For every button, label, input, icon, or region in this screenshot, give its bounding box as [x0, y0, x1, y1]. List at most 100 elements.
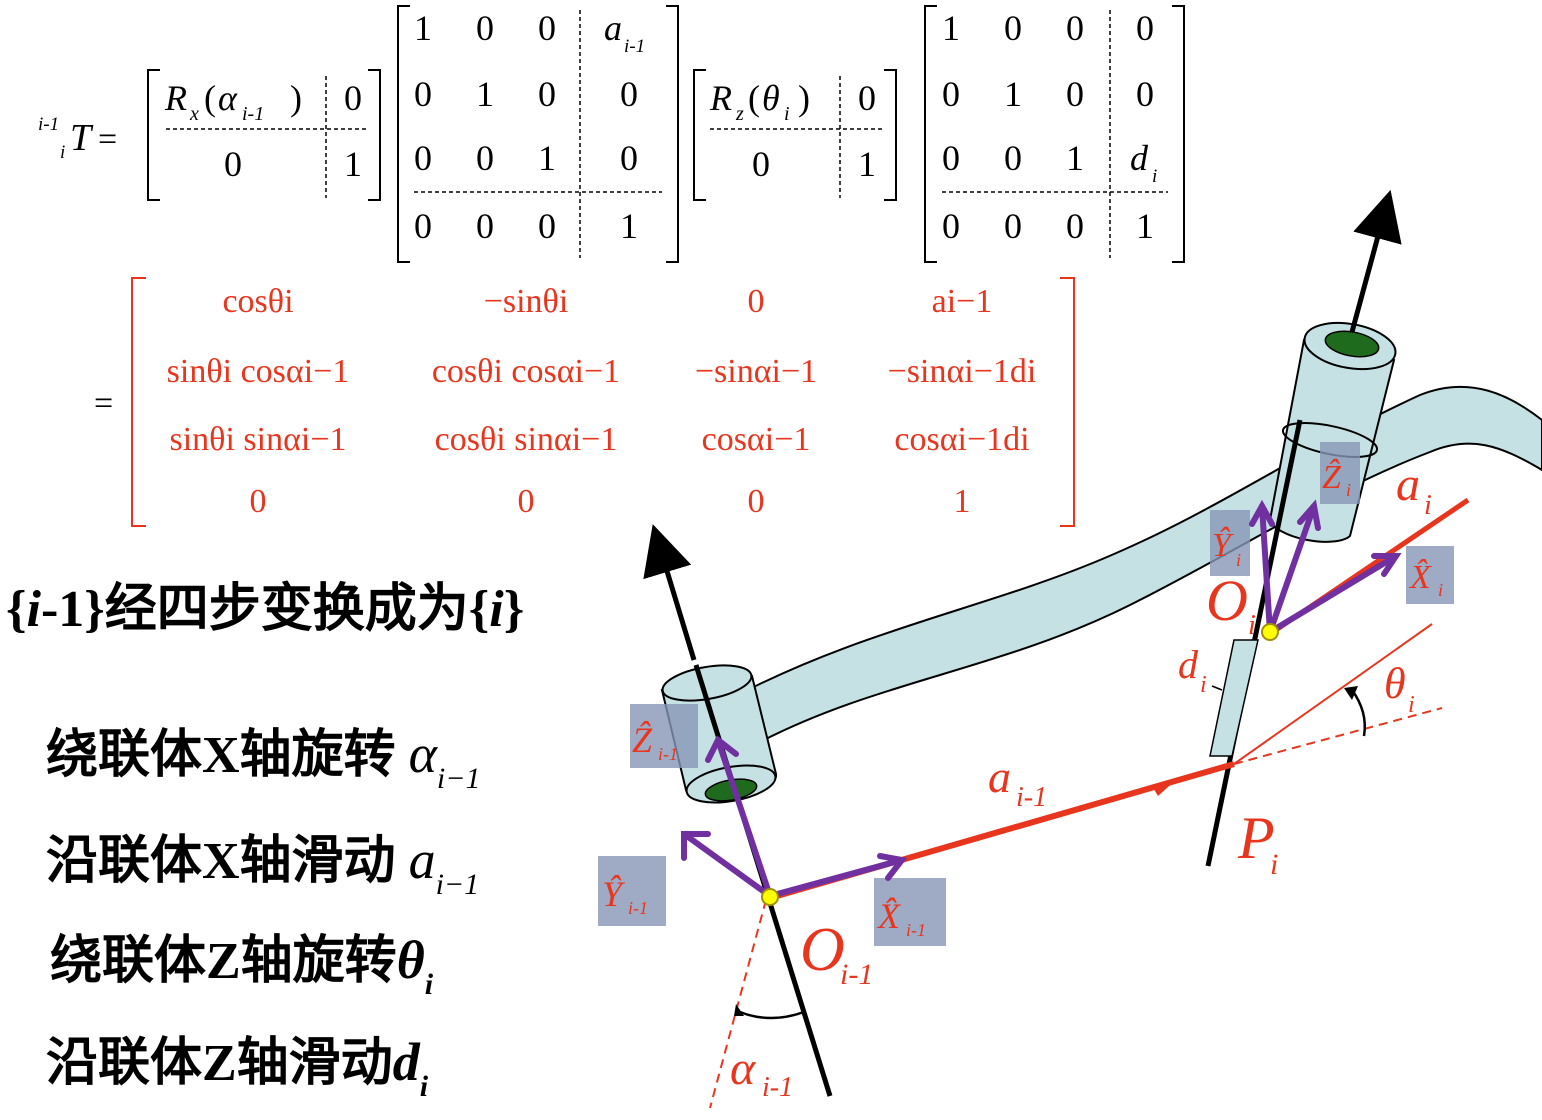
y-prev-arrow [681, 831, 773, 899]
z-i-label: Ẑ [1322, 459, 1342, 496]
cell-r3-c3: 1 [1136, 206, 1154, 246]
rz-bottom-right: 1 [858, 144, 876, 184]
heading-prev-suffix: -1 [40, 581, 85, 638]
link-diagram: Ẑ i-1 Ŷ i-1 X̂ i-1 Ẑ i Ŷ i X̂ i O i-1 O … [598, 189, 1542, 1109]
bracket-right [1172, 5, 1185, 263]
label-box-x-prev [874, 878, 946, 946]
rx-arg: α [218, 78, 238, 118]
y-prev-label: Ŷ [602, 874, 626, 914]
theta-i-label-sub: i [1408, 692, 1415, 718]
result-r3-c0: 0 [250, 483, 267, 520]
result-r0-c2: 0 [748, 283, 765, 320]
cell-r2-c2: 1 [538, 138, 556, 178]
transform-heading: {i-1}经四步变换成为{i} [6, 566, 524, 641]
result-r2-c1: cosθi sinαi−1 [435, 421, 618, 458]
cell-r0-c2: 0 [1066, 8, 1084, 48]
alpha-reference-line [709, 899, 767, 1109]
bracket-right [368, 69, 381, 201]
step-text: 沿联体X轴滑动 [46, 833, 409, 890]
step-text: 沿联体Z轴滑动 [46, 1035, 393, 1092]
result-r1-c3: −sinαi−1di [888, 353, 1037, 390]
x-i-arrowhead [1371, 553, 1402, 577]
cell-r1-c1: 1 [1004, 74, 1022, 114]
a-i-label-sub: i [1424, 490, 1432, 521]
matrix-rx: R x ( α i-1 ) 0 0 1 [147, 69, 381, 201]
heading-brace-open: { [6, 581, 27, 638]
cell-r3-c0: 0 [414, 206, 432, 246]
cell-r2-c3: d [1130, 138, 1149, 178]
label-box-z-prev [630, 704, 698, 768]
y-i-label: Ŷ [1212, 527, 1234, 564]
cell-r0-c3-sub: i-1 [624, 36, 645, 57]
point-p-label-sub: i [1270, 848, 1278, 881]
step-text: 绕联体X轴旋转 [46, 727, 409, 784]
matrix-rz: R z ( θ i ) 0 0 1 [693, 69, 897, 201]
label-box-y-i [1210, 510, 1250, 576]
a-prev-label: a [988, 751, 1011, 802]
cell-r1-c0: 0 [414, 74, 432, 114]
cell-r0-c1: 0 [476, 8, 494, 48]
z-i-arrowhead [1297, 499, 1321, 531]
rx-paren-close: ) [290, 78, 302, 118]
rx-sub: x [189, 103, 199, 125]
alpha-arc-arrowhead [734, 1004, 744, 1016]
a-i-label: a [1396, 458, 1420, 511]
rz-paren-open: ( [748, 78, 760, 118]
result-r0-c1: −sinθi [484, 283, 569, 320]
bracket-right [1060, 277, 1075, 527]
result-r1-c0: sinθi cosαi−1 [167, 353, 350, 390]
result-r0-c0: cosθi [222, 283, 293, 320]
common-normal-arrowhead [1152, 778, 1178, 796]
y-i-label-sub: i [1236, 550, 1241, 570]
rx-bottom-right: 1 [344, 144, 362, 184]
cell-r0-c0: 1 [942, 8, 960, 48]
lhs-symbol: T [70, 117, 94, 159]
x-i-label-sub: i [1438, 580, 1443, 600]
rx-label: R [164, 78, 187, 118]
cell-r2-c3-sub: i [1152, 166, 1157, 187]
y-i-arrowhead [1249, 499, 1275, 527]
origin-i-label: O [1206, 568, 1248, 633]
z-prev-label-sub: i-1 [658, 744, 678, 764]
cell-r1-c2: 0 [538, 74, 556, 114]
transform-equation: i-1 i T = R x ( α i-1 ) 0 0 1 1 0 [38, 5, 1185, 527]
alpha-prev-label: α [730, 1042, 756, 1095]
result-r3-c3: 1 [954, 483, 971, 520]
x-prev-label-sub: i-1 [906, 920, 926, 940]
z-prev-arrowhead [705, 735, 739, 763]
rx-paren-open: ( [204, 78, 216, 118]
axis-prev-arrow [643, 524, 697, 661]
offset-d-bar [1209, 639, 1259, 757]
step-symbol-sub: i−1 [435, 868, 480, 901]
result-r2-c2: cosαi−1 [702, 421, 811, 458]
result-r3-c1: 0 [518, 483, 535, 520]
x-prev-label: X̂ [876, 896, 902, 936]
d-i-label-sub: i [1200, 672, 1207, 698]
result-r3-c2: 0 [748, 483, 765, 520]
step-text: 绕联体Z轴旋转 [50, 933, 397, 990]
cell-r3-c2: 0 [1066, 206, 1084, 246]
offset-d-tick [1211, 685, 1223, 691]
frame-i [1249, 499, 1402, 635]
result-r2-c3: cosαi−1di [894, 421, 1029, 458]
cell-r2-c0: 0 [942, 138, 960, 178]
step-symbol-sub: i−1 [436, 762, 481, 795]
origin-prev-label: O [800, 916, 845, 984]
frame-prev [681, 735, 908, 899]
heading-brace-close-2: } [503, 581, 525, 638]
result-r0-c3: ai−1 [932, 283, 993, 320]
cell-r2-c2: 1 [1066, 138, 1084, 178]
cell-r3-c2: 0 [538, 206, 556, 246]
z-i-label-sub: i [1346, 480, 1351, 500]
result-r2-c0: sinθi sinαi−1 [169, 421, 346, 458]
heading-text: 经四步变换成为 [104, 581, 469, 638]
cell-r3-c1: 0 [476, 206, 494, 246]
equals-sign-2: = [94, 385, 113, 422]
rx-top-right: 0 [344, 78, 362, 118]
lhs-pre-superscript: i-1 [38, 114, 59, 135]
cell-r1-c0: 0 [942, 74, 960, 114]
x-i-arrow [1267, 553, 1399, 635]
y-i-arrow [1259, 503, 1273, 635]
cell-r2-c1: 0 [1004, 138, 1022, 178]
bracket-left [147, 69, 160, 201]
